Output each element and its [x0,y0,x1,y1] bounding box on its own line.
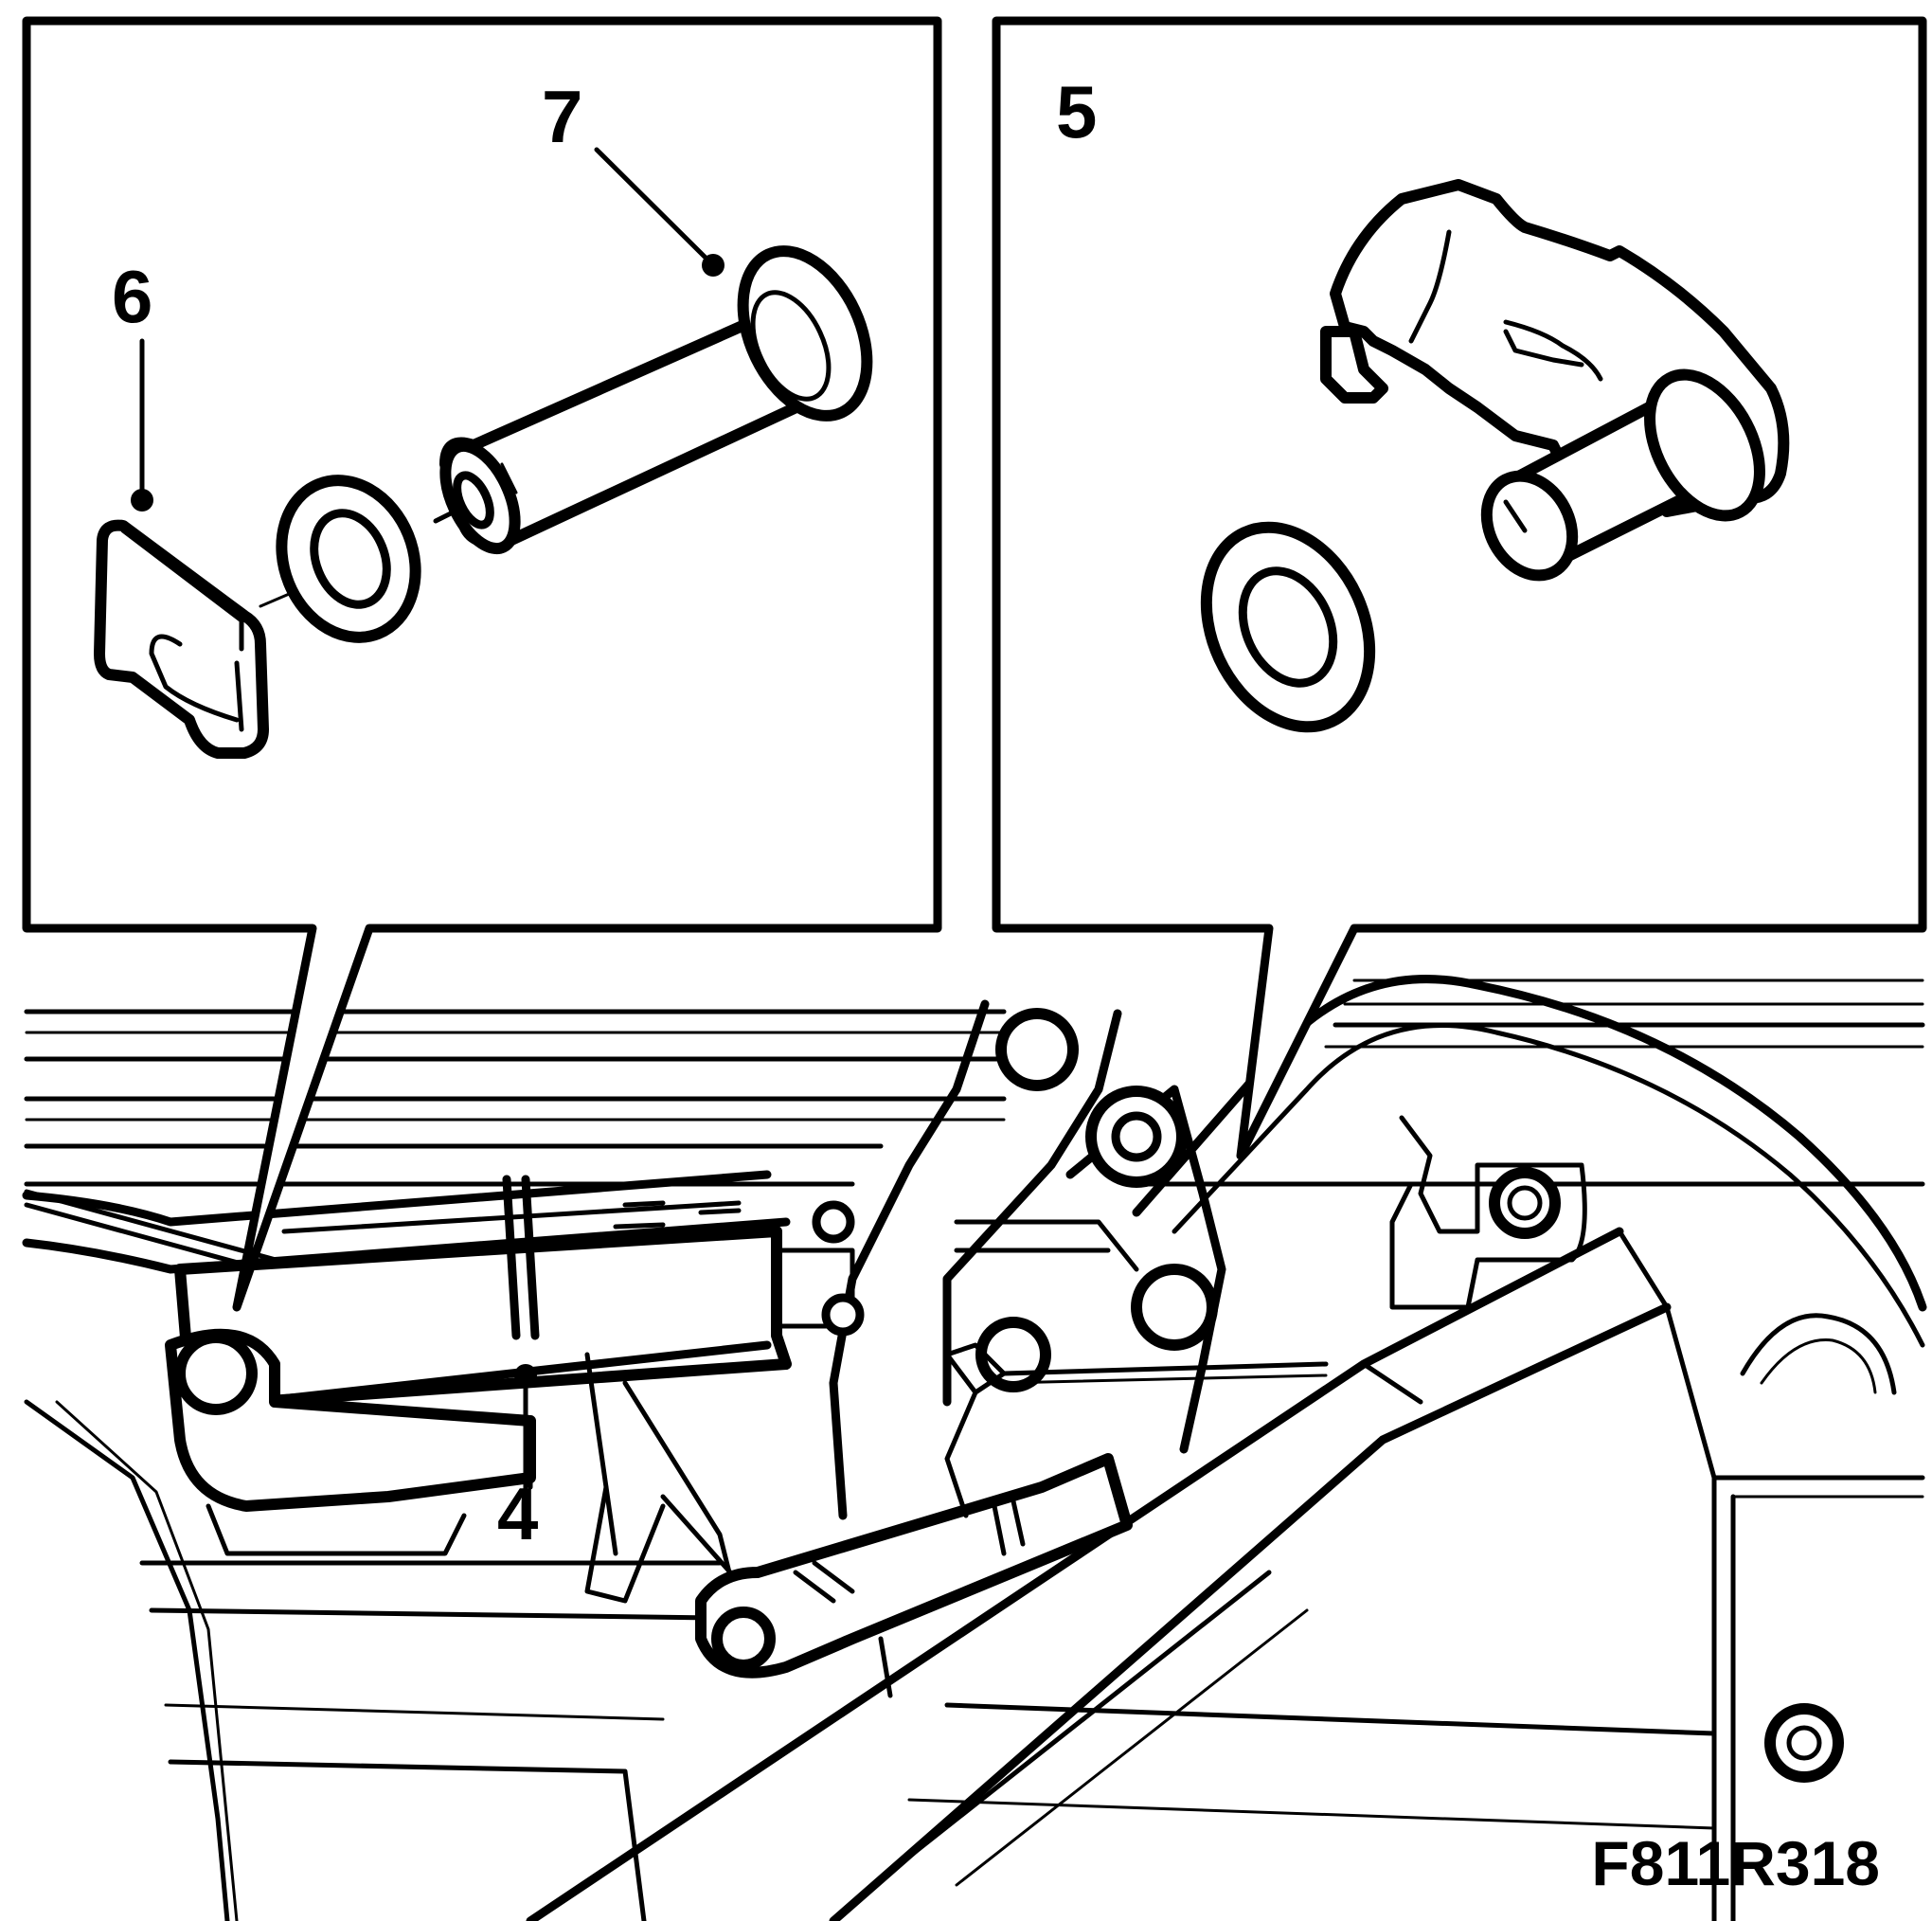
washer-right-hole [1238,566,1338,688]
callout-4-group: 4 [497,1364,538,1555]
callout-5: 5 [1056,70,1097,153]
leader-lines-left [131,147,724,512]
detail-box-right: 5 [992,16,1927,1160]
callout-6: 6 [112,255,152,338]
small-bolt [975,1317,1051,1392]
leader-dot-7 [702,254,724,277]
strut-lower-pivot [174,1332,258,1415]
leader-dot-4 [514,1364,537,1387]
grommet-center [1786,1725,1822,1761]
right-bracket [1389,1115,1844,1783]
hinge-assembly-overview [22,975,1927,1921]
diagonal-beam [526,1227,1717,1921]
callout-4: 4 [497,1472,538,1555]
hinge-bolt-upper-center [1111,1111,1162,1162]
body-panel-lines [24,978,1925,1187]
strut-end-fitting-lower [821,1293,865,1337]
strut-end-fitting-upper [812,1200,855,1244]
link-arm [695,1453,1133,1698]
link-arm-pivot [711,1607,776,1671]
cable-clip [944,1342,1329,1518]
hinge-bolt-lower [1131,1264,1218,1351]
callout-7: 7 [542,75,582,158]
figure-code: F811R318 [1591,1828,1880,1898]
hinge-pin [439,245,873,555]
leader-dot-6 [131,489,153,512]
right-bracket-bolt-center [1507,1185,1543,1221]
hinge-bracket [829,999,1226,1520]
upper-bolt [995,1008,1079,1091]
washer [276,475,457,643]
wheel-arch [1132,975,1927,1395]
bracket-with-pin [1320,179,1790,582]
detail-box-left: 6 7 [22,16,942,1312]
